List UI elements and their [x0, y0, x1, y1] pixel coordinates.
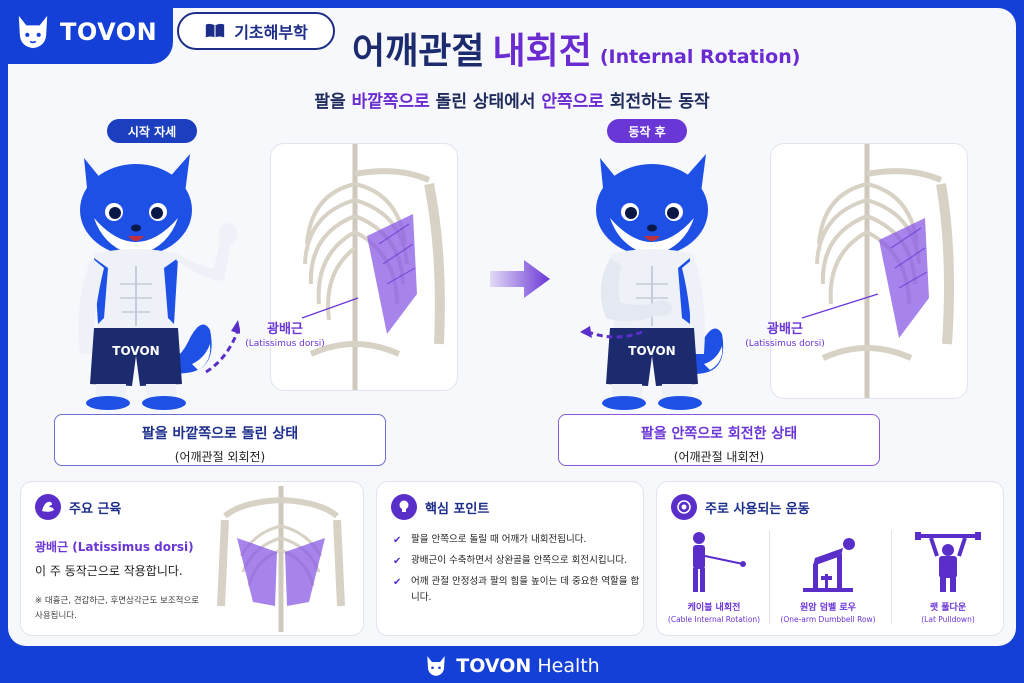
label-pointer-start — [301, 297, 359, 319]
divider — [769, 530, 770, 624]
target-icon — [671, 494, 697, 520]
subtitle-part: 돌린 — [429, 92, 473, 112]
lat-pulldown-figure-icon — [915, 532, 981, 592]
title-english: (Internal Rotation) — [599, 46, 801, 68]
key-points-card: 핵심 포인트 ✔ 팔을 안쪽으로 돌릴 때 어깨가 내회전됩니다. ✔ 광배근이 수… — [376, 481, 644, 636]
check-icon: ✔ — [393, 577, 402, 589]
list-item: ✔ 어깨 관절 안정성과 팔의 힘을 높이는 데 중요한 역할을 합니다. — [393, 574, 643, 604]
muscle-label-start: 광배근 (Latissimus dorsi) — [230, 318, 340, 349]
point-text: 광배근이 수축하면서 상완골을 안쪽으로 회전시킵니다. — [411, 555, 628, 567]
label-pointer-end — [801, 293, 879, 319]
wolf-logo-icon — [427, 655, 445, 676]
key-points-header: 핵심 포인트 — [391, 494, 489, 520]
cable-rotation-figure-icon — [693, 532, 746, 592]
brand-logo[interactable]: TOVON — [14, 12, 157, 52]
title-part2: 내회전 — [492, 31, 592, 72]
footer: TOVON Health — [0, 648, 1024, 683]
title-part1: 어깨관절 — [352, 31, 485, 72]
exercise-name-en: (One-arm Dumbbell Row) — [780, 615, 876, 624]
muscle-label-en: (Latissimus dorsi) — [245, 339, 325, 349]
muscles-card-title: 주요 근육 — [69, 501, 122, 517]
muscle-label-end: 광배근 (Latissimus dorsi) — [730, 318, 840, 349]
category-badge-label: 기초해부학 — [234, 23, 308, 42]
exercises-header: 주로 사용되는 운동 — [671, 494, 810, 520]
check-icon: ✔ — [393, 556, 402, 568]
start-pose-pill: 시작 자세 — [107, 119, 197, 143]
muscle-label-ko: 광배근 — [267, 322, 303, 337]
exercise-name-en: (Cable Internal Rotation) — [667, 615, 761, 624]
muscle-arm-icon — [35, 494, 61, 520]
end-pose-pill: 동작 후 — [607, 119, 687, 143]
muscles-card: 주요 근육 광배근 (Latissimus dorsi) 이 주 동작근으로 작… — [20, 481, 364, 636]
exercises-card: 주로 사용되는 운동 케이블 내회전 (Cable Internal Rotat… — [656, 481, 1004, 636]
divider — [891, 530, 892, 624]
list-item: ✔ 광배근이 수축하면서 상완골을 안쪽으로 회전시킵니다. — [393, 553, 643, 568]
state-subtitle: (어깨관절 내회전) — [673, 450, 765, 464]
subtitle-part: 팔을 — [314, 92, 352, 112]
exercise-name-ko: 케이블 내회전 — [687, 603, 741, 613]
book-icon — [206, 23, 225, 38]
state-title: 팔을 안쪽으로 회전한 상태 — [640, 426, 798, 442]
state-box-end: 팔을 안쪽으로 회전한 상태 (어깨관절 내회전) — [558, 414, 880, 466]
footer-brand[interactable]: TOVON Health — [456, 655, 599, 677]
state-box-start: 팔을 바깥쪽으로 돌린 상태 (어깨관절 외회전) — [54, 414, 386, 466]
point-text: 어깨 관절 안정성과 팔의 힘을 높이는 데 중요한 역할을 합니다. — [411, 576, 640, 603]
wolf-logo-icon — [18, 15, 48, 49]
key-points-list: ✔ 팔을 안쪽으로 돌릴 때 어깨가 내회전됩니다. ✔ 광배근이 수축하면서 상완… — [393, 532, 643, 611]
key-points-title: 핵심 포인트 — [425, 501, 490, 517]
subtitle-part: 회전하는 동작 — [603, 92, 710, 112]
category-badge: 기초해부학 — [177, 12, 335, 50]
exercise-item-row: 원암 덤벨 로우 (One-arm Dumbbell Row) — [773, 530, 883, 624]
mascot-start-illustration: TOVON — [78, 154, 240, 410]
footer-brand-name: TOVON — [456, 654, 532, 677]
skeleton-illustration-start — [303, 144, 445, 390]
arrow-right-icon — [490, 260, 550, 298]
dumbbell-row-figure-icon — [803, 538, 855, 592]
point-text: 팔을 안쪽으로 돌릴 때 어깨가 내회전됩니다. — [411, 534, 587, 545]
exercises-title: 주로 사용되는 운동 — [705, 501, 810, 517]
subtitle-part: 상태 — [472, 92, 505, 112]
page-title: 어깨관절 내회전 (Internal Rotation) — [352, 22, 801, 72]
subtitle: 팔을 바깥쪽으로 돌린 상태에서 안쪽으로 회전하는 동작 — [0, 87, 1024, 112]
footer-brand-suffix: Health — [531, 654, 600, 677]
mascot-end-illustration: TOVON — [580, 154, 724, 410]
brand-name: TOVON — [60, 18, 158, 46]
skeleton-illustration-end — [815, 144, 954, 398]
exercise-item-cable: 케이블 내회전 (Cable Internal Rotation) — [659, 530, 769, 624]
state-subtitle: (어깨관절 외회전) — [174, 450, 266, 464]
muscle-label-ko: 광배근 — [767, 322, 803, 337]
back-anatomy-illustration — [217, 486, 345, 632]
assist-muscle-note: ※ 대흉근, 견갑하근, 후면삼각근도 보조적으로 사용됩니다. — [35, 596, 200, 621]
primary-muscle-desc: 이 주 동작근으로 작용합니다. — [35, 564, 183, 578]
muscles-card-header: 주요 근육 — [35, 494, 121, 520]
muscle-label-en: (Latissimus dorsi) — [745, 339, 825, 349]
subtitle-part: 에서 — [504, 92, 542, 112]
exercise-name-ko: 원암 덤벨 로우 — [800, 603, 856, 613]
subtitle-highlight: 안쪽으로 — [541, 92, 604, 112]
exercise-item-pulldown: 랫 풀다운 (Lat Pulldown) — [893, 530, 1003, 624]
primary-muscle: 광배근 (Latissimus dorsi) — [35, 540, 194, 554]
lightbulb-icon — [391, 494, 417, 520]
state-title: 팔을 바깥쪽으로 돌린 상태 — [141, 426, 299, 442]
exercise-name-en: (Lat Pulldown) — [921, 615, 975, 624]
anatomy-panel-end — [770, 143, 968, 399]
shorts-logo-text: TOVON — [628, 344, 675, 358]
check-icon: ✔ — [393, 535, 402, 546]
exercise-name-ko: 랫 풀다운 — [929, 603, 967, 613]
shorts-logo-text: TOVON — [112, 344, 159, 358]
anatomy-panel-start — [270, 143, 458, 391]
list-item: ✔ 팔을 안쪽으로 돌릴 때 어깨가 내회전됩니다. — [393, 532, 643, 547]
subtitle-highlight: 바깥쪽으로 — [351, 92, 430, 112]
